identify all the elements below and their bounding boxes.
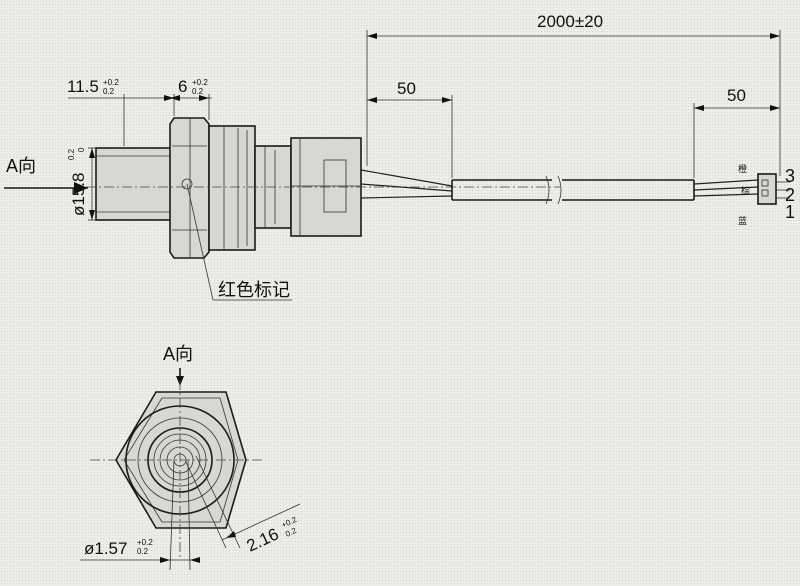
lead-right-value: 50 [727, 86, 746, 105]
spacing-tol-lower: 0.2 [284, 526, 298, 539]
pin-tol-upper: +0.2 [137, 538, 153, 547]
depth-tol-upper: +0.2 [103, 78, 119, 87]
red-mark-label: 红色标记 [218, 280, 290, 300]
cable-sheath [451, 175, 695, 205]
diameter-value: ø15.8 [69, 173, 88, 216]
dim-pin-diameter [80, 459, 200, 571]
pin-3-label: 3 [785, 166, 795, 186]
dim-total-length [366, 30, 781, 176]
wire-color-b: 棕 [741, 185, 750, 196]
diameter-tol-lower: 0 [77, 147, 86, 152]
wire-leads-left [360, 169, 453, 199]
dim-diameter [88, 147, 96, 221]
total-length-value: 2000±20 [537, 12, 603, 31]
view-arrow [4, 182, 88, 194]
red-mark-leader [186, 183, 214, 301]
pin-diameter-value: ø1.57 [84, 539, 127, 558]
hex-tol-upper: +0.2 [192, 78, 208, 87]
dim-lead-right [693, 103, 780, 178]
dim-lead-left [367, 95, 453, 178]
diameter-tol-upper: 0.2 [67, 148, 76, 160]
wire-leads-right [693, 179, 759, 197]
wire-color-a: 橙 [738, 163, 747, 174]
end-terminal [757, 173, 790, 205]
pin-1-label: 1 [785, 202, 795, 222]
dim-hex-width [170, 94, 212, 120]
dim-depth [68, 94, 175, 146]
lead-left-value: 50 [397, 79, 416, 98]
view-direction-label: A向 [6, 156, 36, 176]
sensor-probe [95, 147, 175, 221]
dim-pin-spacing [185, 455, 301, 549]
hex-width-value: 6 [178, 77, 187, 96]
pin-spacing-value: 2.16 [244, 524, 282, 555]
depth-value: 11.5 [67, 77, 99, 96]
wire-color-c: 蓝 [738, 215, 747, 226]
hex-tol-lower: 0.2 [192, 87, 204, 96]
pin-tol-lower: 0.2 [137, 547, 149, 556]
collar [208, 125, 256, 251]
red-mark-point [181, 178, 193, 190]
pin-2-label: 2 [785, 185, 795, 205]
depth-tol-lower: 0.2 [103, 87, 115, 96]
view-title-label: A向 [163, 344, 193, 364]
